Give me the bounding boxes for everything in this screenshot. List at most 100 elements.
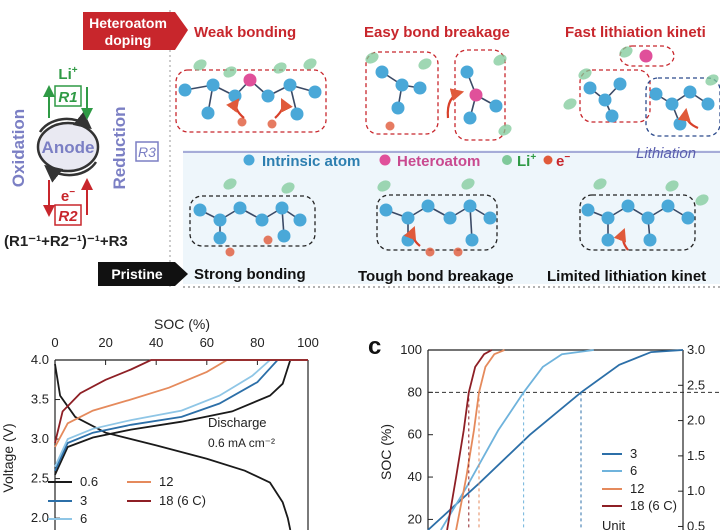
heteroatom-sphere [243, 73, 257, 87]
intrinsic-atom-sphere [673, 117, 687, 131]
li-ion [223, 66, 237, 78]
banner-doping-line1: Heteroatom [89, 15, 167, 31]
oxidation-label: Oxidation [9, 109, 28, 187]
chartB-y-tick-label: 2.0 [31, 510, 49, 525]
chartC-y2-tick-label: 3.0 [687, 342, 705, 357]
resistance-formula: (R1⁻¹+R2⁻¹)⁻¹+R3 [4, 233, 128, 250]
cluster-fast-b [563, 68, 651, 123]
chartB-legend-label: 0.6 [80, 474, 98, 489]
chartB-y-tick-label: 3.5 [31, 392, 49, 407]
attack-arrow [403, 225, 421, 247]
cluster-tough-bond-breakage-frame [376, 194, 498, 251]
chartC-y-tick-label: 100 [400, 342, 422, 357]
intrinsic-atom-sphere [275, 201, 289, 215]
r2-box [54, 204, 82, 226]
intrinsic-atom-swatch [243, 154, 255, 166]
label-tough-bond-breakage: Tough bond breakage [358, 268, 514, 285]
li-ion [593, 178, 607, 190]
li-swatch [502, 155, 512, 165]
chartC-legend-extra: Unit [602, 518, 626, 530]
intrinsic-atom-sphere [213, 231, 227, 245]
attack-arrow [446, 88, 465, 119]
li-ion [365, 52, 379, 64]
chartC-legend-label: 6 [630, 463, 637, 478]
intrinsic-atom-sphere [489, 99, 503, 113]
chartC-y2-tick-label: 1.5 [687, 448, 705, 463]
cluster-weak-bonding [175, 58, 327, 133]
li-ion [193, 59, 207, 71]
chartB-series-0-6-charge [54, 359, 308, 476]
li-ion [695, 194, 709, 206]
chartB-top-axis-label: SOC (%) [154, 316, 210, 332]
chartB-x-tick-label: 100 [297, 335, 319, 350]
intrinsic-atom-sphere [463, 111, 477, 125]
chartB-annotation-line1: Discharge [208, 415, 267, 430]
intrinsic-atom-sphere [605, 109, 619, 123]
chartC-y-tick-label: 40 [408, 469, 422, 484]
chartB-legend-label: 6 [80, 511, 87, 526]
cluster-strong-bonding-frame [189, 195, 316, 247]
intrinsic-atom-sphere [255, 213, 269, 227]
intrinsic-atom-sphere [379, 203, 393, 217]
label-limited-lithiation: Limited lithiation kinet [547, 268, 706, 285]
chartC-y-axis-label: SOC (%) [378, 424, 394, 480]
electron [425, 247, 435, 257]
li-label: Li+ [517, 152, 536, 170]
chartB-x-tick-label: 60 [200, 335, 214, 350]
r3-label: R3 [138, 144, 156, 160]
intrinsic-atom-sphere [601, 233, 615, 247]
intrinsic-atom-sphere [201, 106, 215, 120]
intrinsic-atom-sphere [375, 65, 389, 79]
electron-label: e− [556, 152, 570, 170]
chartB-x-tick-label: 20 [98, 335, 112, 350]
cluster-limited-lithiation [579, 178, 709, 251]
banner-pristine: Pristine [98, 262, 188, 286]
cluster-fast-c [645, 74, 720, 137]
cluster-easy-break-a-frame [365, 51, 439, 135]
chartC-series-18-6-C- [446, 349, 493, 530]
cluster-easy-break-a [365, 51, 439, 135]
heteroatom-swatch [379, 154, 391, 166]
banner-pristine-text: Pristine [111, 266, 163, 282]
li-ion [461, 178, 475, 190]
li-ion [619, 46, 633, 58]
intrinsic-atom-sphere [308, 85, 322, 99]
chartB-y-tick-label: 4.0 [31, 352, 49, 367]
li-ion [498, 124, 512, 136]
cluster-fast-a [619, 45, 675, 67]
chartC-panel-letter: c [368, 333, 381, 360]
voltage-soc-chart: SOC (%) Voltage (V) Discharge 0.6 mA cm⁻… [0, 316, 319, 530]
intrinsic-atom-sphere [213, 213, 227, 227]
intrinsic-atom-sphere [233, 201, 247, 215]
chartB-series-18-6-C--charge [54, 359, 308, 444]
intrinsic-atom-sphere [601, 211, 615, 225]
anode-e-label: e− [61, 187, 75, 205]
intrinsic-atom-sphere [290, 107, 304, 121]
cluster-tough-bond-breakage [376, 178, 498, 257]
anode-circuit: Oxidation Reduction Anode Li+ R1 e− R2 R… [4, 65, 159, 250]
chartB-legend-label: 3 [80, 493, 87, 508]
heteroatom-sphere [469, 88, 483, 102]
intrinsic-atom-sphere [395, 78, 409, 92]
r1-box [54, 85, 82, 107]
chartB-y-tick-label: 2.5 [31, 471, 49, 486]
schematic-legend: Intrinsic atom Heteroatom Li+ e− Lithiat… [243, 145, 696, 170]
electron [263, 235, 273, 245]
heteroatom-sphere [639, 49, 653, 63]
chartC-y2-tick-label: 1.0 [687, 483, 705, 498]
chartC-y2-tick-label: 2.5 [687, 377, 705, 392]
chartB-series-3-charge [54, 359, 308, 472]
intrinsic-atom-sphere [193, 203, 207, 217]
li-ion [303, 58, 317, 70]
chartB-x-tick-label: 0 [51, 335, 58, 350]
chartC-y-tick-label: 80 [408, 384, 422, 399]
intrinsic-atom-sphere [641, 211, 655, 225]
cluster-fast-a-frame [619, 45, 675, 67]
attack-arrow [274, 98, 293, 119]
anode-cycle-arrow-top [38, 111, 92, 133]
intrinsic-atom-sphere [665, 97, 679, 111]
intrinsic-atom-sphere [465, 233, 479, 247]
attack-arrow [226, 98, 245, 119]
intrinsic-atom-sphere [681, 211, 695, 225]
